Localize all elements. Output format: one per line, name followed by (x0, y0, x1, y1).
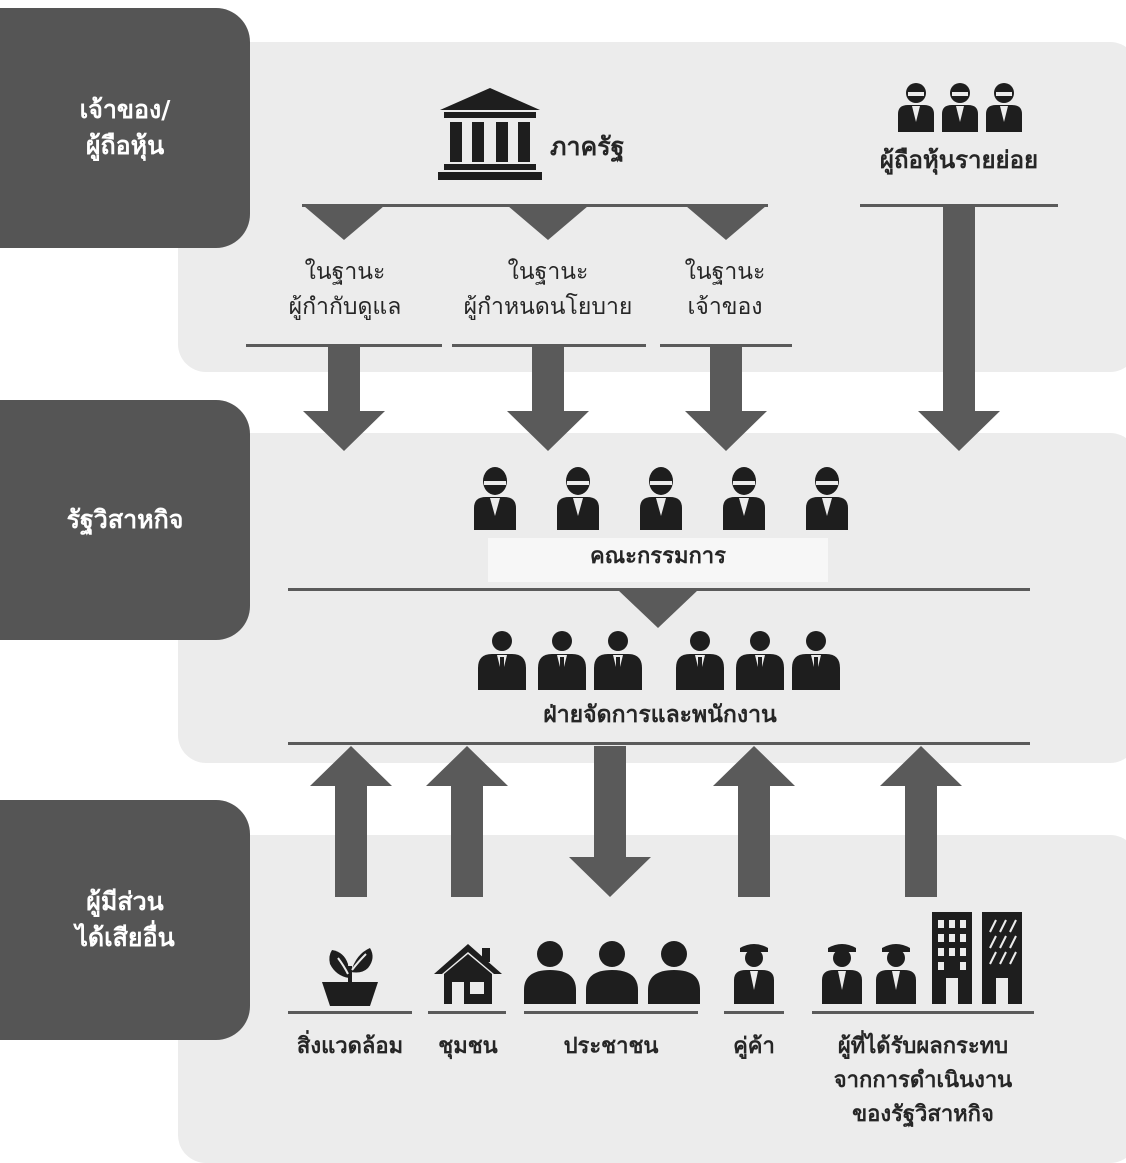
divider-environment (288, 1011, 412, 1014)
arrow-up-community (426, 746, 508, 897)
board-member-icon (557, 467, 599, 530)
section-tab-soe: รัฐวิสาหกิจ (0, 400, 250, 640)
section-tab-owners: เจ้าของ/ ผู้ถือหุ้น (0, 8, 250, 248)
shareholder-person-icon (986, 83, 1022, 132)
shareholder-person-icon (898, 83, 934, 132)
arrow-up-affected (880, 746, 962, 897)
arrow-down-public (569, 746, 651, 897)
board-label: คณะกรรมการ (590, 544, 726, 569)
divider-board (288, 588, 1030, 591)
section-tab-stakeholders: ผู้มีส่วน ได้เสียอื่น (0, 800, 250, 1040)
employee-icon (478, 631, 526, 690)
board-member-icon (806, 467, 848, 530)
person-icon (524, 941, 576, 1004)
divider-community (428, 1011, 506, 1014)
government-label: ภาครัฐ (550, 132, 625, 161)
community-label: ชุมชน (438, 1034, 498, 1059)
divider-minority (860, 204, 1058, 207)
board-member-icon (640, 467, 682, 530)
divider-public (524, 1011, 698, 1014)
affected-parties-icons (822, 912, 1022, 1004)
public-label: ประชาชน (563, 1034, 659, 1059)
government-building-icon (438, 88, 542, 180)
management-label: ฝ่ายจัดการและพนักงาน (543, 702, 777, 728)
shareholder-person-icon (942, 83, 978, 132)
divider-role-policymaker (452, 344, 646, 347)
arrow-up-environment (310, 746, 392, 897)
role-policymaker-label: ในฐานะ ผู้กำหนดนโยบาย (463, 259, 633, 320)
divider-affected (812, 1011, 1034, 1014)
employee-icon (676, 631, 724, 690)
board-members (474, 466, 854, 532)
role-owner-label: ในฐานะ เจ้าของ (684, 259, 766, 320)
divider-role-owner (660, 344, 792, 347)
board-member-icon (723, 467, 765, 530)
arrow-down-policymaker (507, 347, 589, 451)
arrow-down-regulator (303, 347, 385, 451)
office-building-icon (932, 912, 972, 1004)
arrow-head-board (618, 590, 698, 628)
arrow-head-policymaker (508, 206, 588, 240)
house-icon (434, 944, 502, 1004)
divider-government (302, 204, 768, 207)
office-building-icon (982, 912, 1022, 1004)
board-member-icon (474, 467, 516, 530)
divider-partners (724, 1011, 784, 1014)
management-staff (478, 630, 842, 690)
public-people (524, 940, 704, 1004)
employee-icon (792, 631, 840, 690)
partner-icon (734, 944, 774, 1004)
minority-shareholders-label: ผู้ถือหุ้นรายย่อย (879, 146, 1039, 174)
arrow-head-owner (686, 206, 766, 240)
arrow-head-regulator (304, 206, 384, 240)
partner-icon (876, 944, 916, 1004)
environment-label: สิ่งแวดล้อม (296, 1034, 404, 1059)
minority-shareholders-icons (898, 82, 1024, 132)
plant-icon (322, 948, 378, 1006)
role-regulator-label: ในฐานะ ผู้กำกับดูแล (288, 259, 402, 320)
affected-label: ผู้ที่ได้รับผลกระทบ จากการดำเนินงาน ของร… (833, 1034, 1013, 1128)
employee-icon (736, 631, 784, 690)
employee-icon (538, 631, 586, 690)
arrow-down-owner (685, 347, 767, 451)
partner-icon (822, 944, 862, 1004)
employee-icon (594, 631, 642, 690)
person-icon (586, 941, 638, 1004)
partners-label: คู่ค้า (733, 1034, 775, 1059)
divider-role-regulator (246, 344, 442, 347)
arrow-down-minority (918, 206, 1000, 451)
arrow-up-partners (713, 746, 795, 897)
board-label-background (488, 538, 828, 582)
divider-management (288, 742, 1030, 745)
person-icon (648, 941, 700, 1004)
